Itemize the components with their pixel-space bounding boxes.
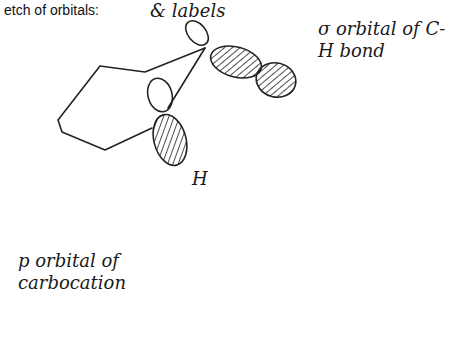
orbital-label: σ orbital of C-H bond	[318, 18, 448, 62]
atom-label: H	[192, 168, 222, 190]
sketch-heading: etch of orbitals:	[4, 2, 99, 18]
handwritten-note: & labels	[150, 0, 270, 22]
orbital-label: p orbital of carbocation	[18, 250, 178, 294]
